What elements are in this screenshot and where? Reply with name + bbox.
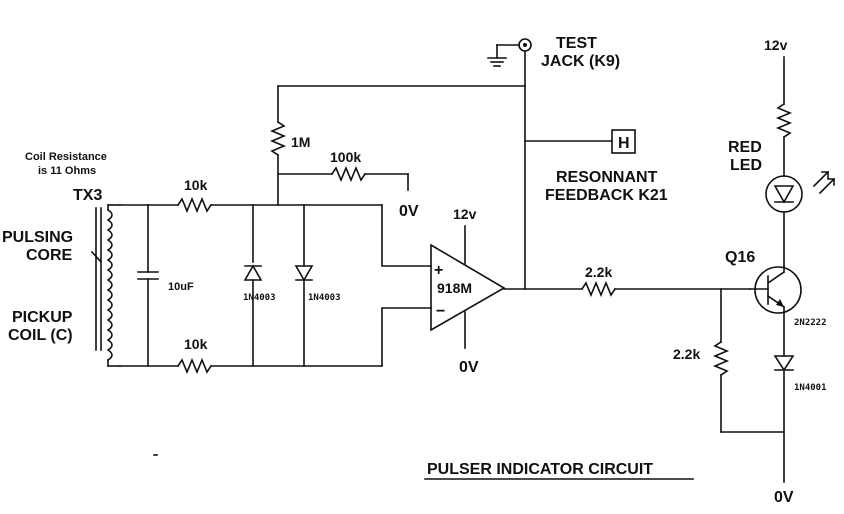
wire-minus-input [381,307,432,367]
test-jack-label-1: TEST [556,35,597,52]
q16-body [754,266,802,314]
opamp-plus: + [434,262,443,279]
resistor-1m [269,120,287,157]
resistor-10k-top [176,196,213,214]
light-emission-icon [812,170,836,195]
red-led [765,175,803,213]
coil-winding [106,208,113,362]
diode-1n4001 [773,355,795,372]
r-100k-label: 100k [330,149,361,165]
q16-collector [766,270,786,285]
r-1m-label: 1M [291,134,310,150]
pulsing-label-1: PULSING [2,229,73,246]
pickup-label-2: COIL (C) [8,327,73,344]
r-base-label: 2.2k [673,346,700,362]
core-arrow [90,250,103,264]
q16-emitter-arrow [776,299,784,307]
h-box [611,129,636,154]
opamp-label: 918M [437,280,472,296]
led-body [765,175,803,213]
resistor-100k [330,165,367,183]
opamp-minus: − [436,303,445,320]
wire-plus-input [381,204,432,267]
diode-1n4003-b [294,204,314,367]
gnd-100k-label: 0V [399,203,419,220]
transistor-q16 [749,265,802,357]
coil-note-line1: Coil Resistance [25,151,107,163]
diode3-label: 1N4001 [794,383,827,393]
pulsing-label-2: CORE [26,247,73,264]
resistor-led [775,102,793,139]
r-out-label: 2.2k [585,264,612,280]
resonant-label-1: RESONNANT [556,169,658,186]
transistor-label: Q16 [725,249,755,266]
test-jack-pin [523,43,527,47]
led-vcc-label: 12v [764,37,788,53]
diode2-label: 1N4003 [308,293,341,303]
resonant-label-2: FEEDBACK K21 [545,187,668,204]
d2-triangle [294,265,314,282]
bottom-gnd-label: 0V [774,489,794,506]
resistor-10k-bottom [176,357,213,375]
test-jack-label-2: JACK (K9) [541,53,620,70]
opamp-gnd-label: 0V [459,359,479,376]
transformer-tx3 [90,204,121,367]
coil-name: TX3 [73,187,102,204]
h-box-label: H [618,135,630,152]
d3-triangle [773,355,795,372]
ground-icon [487,57,507,67]
diagram-title: PULSER INDICATOR CIRCUIT [427,461,653,478]
r-top-label: 10k [184,177,208,193]
cap-label: 10uF [168,281,194,293]
ray-2 [818,177,836,195]
resistor-2k2-base [712,340,730,377]
diode1-label: 1N4003 [243,293,276,303]
capacitor-10uf [137,204,159,367]
led-label-2: LED [730,157,762,174]
resistor-2k2-out [580,280,617,298]
coil-note-line2: is 11 Ohms [38,165,96,177]
ray-1-head [821,171,829,179]
opamp-vcc-label: 12v [453,206,477,222]
pickup-label-1: PICKUP [12,309,73,326]
ray-2-head [827,178,835,186]
opamp-918m [430,243,506,332]
transistor-part: 2N2222 [794,318,827,328]
led-triangle [773,185,795,204]
r-bottom-label: 10k [184,336,208,352]
diode-1n4003-a [243,204,263,367]
ray-1 [812,170,830,188]
d1-triangle [243,264,263,281]
led-label-1: RED [728,139,762,156]
